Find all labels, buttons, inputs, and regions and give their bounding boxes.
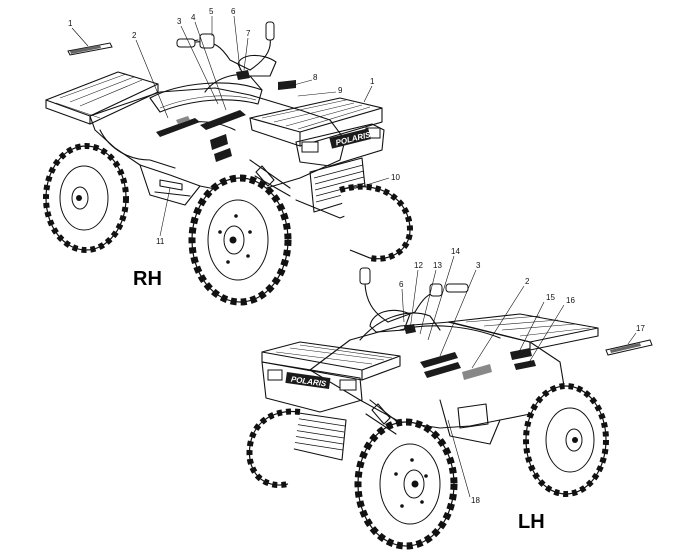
- callout-rh-10: 10: [391, 173, 400, 182]
- callout-lh-13: 13: [433, 261, 442, 270]
- callout-lh-15: 15: [546, 293, 555, 302]
- callout-rh-7: 7: [246, 29, 251, 38]
- handlebars-lh: [359, 267, 469, 334]
- callout-lh-18: 18: [471, 496, 480, 505]
- callout-lh-6: 6: [399, 280, 404, 289]
- view-label-rh: RH: [133, 268, 162, 290]
- front-wheel-rh: [188, 174, 292, 306]
- callout-rh-2: 2: [132, 31, 137, 40]
- front-wheel-lh: [354, 418, 458, 550]
- callout-lh-12: 12: [414, 261, 423, 270]
- front-wheel-far-rh: [339, 183, 414, 262]
- callout-lh-16: 16: [566, 296, 575, 305]
- front-wheel-far-lh: [246, 408, 301, 488]
- body-lh: [309, 312, 566, 445]
- callout-rh-5: 5: [209, 7, 214, 16]
- callout-rh-6: 6: [231, 7, 236, 16]
- callout-rh-1b: 1: [370, 77, 375, 86]
- rear-rack-rh: [45, 71, 159, 125]
- decal-strip-rh: [67, 42, 113, 56]
- callout-rh-1a: 1: [68, 19, 73, 28]
- handlebars-rh: [176, 21, 296, 90]
- callouts-lh: 12 13 14 3 6 2 15 16 17 18: [399, 247, 645, 505]
- atv-lh-view: POLARIS: [246, 247, 653, 550]
- suspension-lh: [365, 399, 401, 435]
- callout-rh-3: 3: [177, 17, 182, 26]
- callouts-rh: 1 2 3 4 5 6 7 8 9 1 10 11: [68, 7, 400, 246]
- callout-lh-14: 14: [451, 247, 460, 256]
- callout-rh-11: 11: [156, 237, 165, 246]
- decal-strip-lh: [605, 339, 653, 356]
- view-label-lh: LH: [518, 511, 545, 533]
- suspension-rh: [249, 159, 291, 197]
- callout-rh-8: 8: [313, 73, 318, 82]
- callout-rh-9: 9: [338, 86, 343, 95]
- callout-lh-2: 2: [525, 277, 530, 286]
- body-rh: [89, 74, 346, 206]
- rear-wheel-rh: [43, 143, 129, 253]
- callout-rh-4: 4: [191, 13, 196, 22]
- front-rack-rh: [249, 97, 383, 147]
- callout-lh-3: 3: [476, 261, 481, 270]
- callout-lh-17: 17: [636, 324, 645, 333]
- atv-rh-view: POLARIS: [43, 7, 414, 306]
- rear-wheel-lh: [523, 383, 609, 497]
- front-rack-lh: [261, 341, 401, 381]
